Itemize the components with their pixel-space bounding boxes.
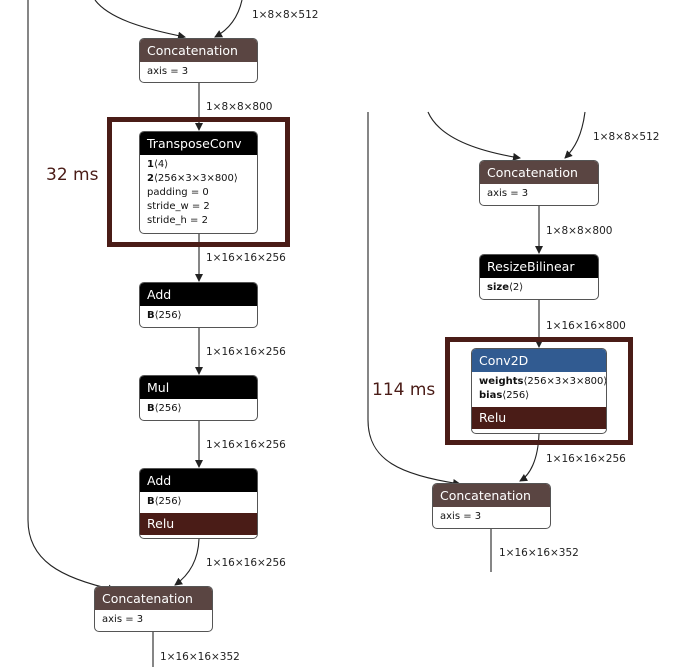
edge-left-e5 [174, 538, 200, 586]
timing-right: 114 ms [372, 380, 436, 400]
node-title: Add [140, 283, 257, 306]
activation-relu: Relu [472, 407, 606, 429]
node-title: Concatenation [480, 161, 598, 184]
left-concat-top-node[interactable]: Concatenation axis = 3 [139, 38, 258, 83]
edge-label: 1×8×8×512 [593, 131, 660, 143]
right-resize-bilinear-node[interactable]: ResizeBilinear size⟨2⟩ [479, 254, 599, 300]
node-title: Concatenation [140, 39, 257, 62]
node-title: Add [140, 469, 257, 492]
left-add2-node[interactable]: Add B⟨256⟩ Relu [139, 468, 258, 539]
node-attr: axis = 3 [102, 614, 144, 625]
attr-row: stride_w = 2 [147, 201, 210, 212]
attr-row: bias⟨256⟩ [479, 390, 530, 401]
node-title: TransposeConv [140, 132, 257, 155]
edge-label: 1×16×16×800 [546, 320, 626, 332]
node-title: Concatenation [433, 484, 550, 507]
left-concat-bottom-node[interactable]: Concatenation axis = 3 [94, 586, 213, 632]
edge-right-skip [367, 112, 461, 487]
edge-right-in-b [564, 111, 586, 159]
node-title: ResizeBilinear [480, 255, 598, 278]
attr-row: 1⟨4⟩ [147, 159, 169, 170]
edge-left-skip [27, 0, 116, 593]
node-title: Mul [140, 376, 257, 399]
edge-label: 1×16×16×352 [499, 547, 579, 559]
node-attr: axis = 3 [147, 66, 189, 77]
edge-left-in-a [94, 0, 186, 40]
left-mul-node[interactable]: Mul B⟨256⟩ [139, 375, 258, 421]
edge-left-in-b [214, 0, 243, 38]
node-title: Conv2D [472, 349, 606, 372]
attr-row: weights⟨256×3×3×800⟩ [479, 376, 607, 387]
left-add1-node[interactable]: Add B⟨256⟩ [139, 282, 258, 328]
timing-left: 32 ms [46, 165, 99, 185]
edge-label: 1×16×16×256 [206, 252, 286, 264]
right-concat-top-node[interactable]: Concatenation axis = 3 [479, 160, 599, 206]
edge-label: 1×16×16×256 [206, 439, 286, 451]
edge-label: 1×16×16×352 [160, 651, 240, 663]
edge-label: 1×16×16×256 [206, 346, 286, 358]
attr-row: stride_h = 2 [147, 215, 208, 226]
right-concat-bottom-node[interactable]: Concatenation axis = 3 [432, 483, 551, 529]
activation-relu: Relu [140, 513, 257, 535]
edge-right-in-a [427, 111, 521, 161]
right-conv2d-node[interactable]: Conv2D weights⟨256×3×3×800⟩ bias⟨256⟩ Re… [471, 348, 607, 434]
highlight-conv2d [445, 337, 633, 445]
edge-label: 1×16×16×256 [206, 557, 286, 569]
edge-label: 1×8×8×512 [252, 9, 319, 21]
node-attr: axis = 3 [440, 511, 482, 522]
edge-label: 1×16×16×256 [546, 453, 626, 465]
node-title: Concatenation [95, 587, 212, 610]
node-attr: axis = 3 [487, 188, 529, 199]
attr-row: padding = 0 [147, 187, 209, 198]
attr-row: 2⟨256×3×3×800⟩ [147, 173, 238, 184]
edge-label: 1×8×8×800 [546, 225, 613, 237]
left-transpose-conv-node[interactable]: TransposeConv 1⟨4⟩ 2⟨256×3×3×800⟩ paddin… [139, 131, 258, 234]
edge-label: 1×8×8×800 [206, 101, 273, 113]
highlight-transpose-conv [107, 117, 290, 247]
